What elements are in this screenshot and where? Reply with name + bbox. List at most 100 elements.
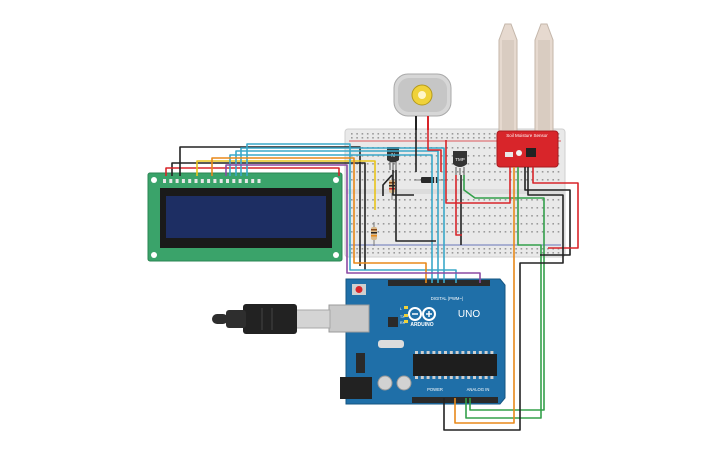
breadboard-hole [515, 215, 517, 217]
breadboard-hole [536, 248, 539, 250]
breadboard-hole [472, 179, 475, 181]
chip-pin [444, 351, 447, 354]
breadboard-hole [419, 133, 422, 135]
breadboard-hole [552, 223, 554, 225]
wires [165, 130, 579, 431]
breadboard-hole [451, 147, 454, 149]
breadboard-hole [478, 231, 480, 233]
breadboard-hole [435, 252, 438, 254]
breadboard-hole [504, 171, 507, 173]
breadboard-hole [520, 199, 523, 201]
breadboard-hole [361, 231, 364, 233]
breadboard-hole [435, 223, 438, 225]
breadboard-hole [510, 252, 512, 254]
breadboard-hole [504, 231, 507, 233]
lcd-pin [226, 179, 229, 183]
breadboard-hole [557, 215, 560, 217]
breadboard-hole [536, 207, 539, 209]
breadboard-hole [425, 223, 427, 225]
breadboard-hole [547, 223, 549, 225]
breadboard-hole [552, 171, 554, 173]
breadboard-hole [393, 248, 395, 250]
breadboard-hole [451, 231, 454, 233]
breadboard-hole [494, 248, 496, 250]
breadboard-hole [547, 199, 549, 201]
breadboard-hole [467, 215, 470, 217]
breadboard-hole [388, 133, 390, 135]
breadboard-hole [478, 179, 480, 181]
breadboard-hole [488, 179, 491, 181]
breadboard-hole [382, 231, 385, 233]
breadboard-hole [483, 163, 486, 165]
breadboard-hole [510, 207, 512, 209]
chip-pin [455, 376, 459, 379]
breadboard-hole [409, 207, 411, 209]
breadboard-hole [419, 163, 422, 165]
breadboard-hole [398, 163, 401, 165]
breadboard-hole [531, 171, 533, 173]
breadboard-hole [515, 207, 517, 209]
breadboard-hole [398, 207, 401, 209]
breadboard-hole [388, 248, 390, 250]
breadboard-hole [520, 252, 523, 254]
breadboard-hole [441, 207, 443, 209]
breadboard-hole [451, 223, 454, 225]
breadboard-hole [541, 223, 544, 225]
chip-pin [473, 376, 476, 379]
breadboard-hole [377, 137, 380, 139]
breadboard-hole [472, 248, 475, 250]
breadboard-hole [467, 137, 470, 139]
breadboard-hole [504, 179, 507, 181]
breadboard-hole [366, 137, 369, 139]
breadboard-hole [483, 171, 486, 173]
breadboard-hole [393, 133, 395, 135]
breadboard-hole [382, 171, 385, 173]
breadboard-hole [520, 179, 523, 181]
breadboard-hole [457, 133, 459, 135]
soil-moisture-sensor: Soil Moisture Sensor [496, 23, 559, 168]
breadboard-hole [478, 215, 480, 217]
chip-pin [449, 376, 453, 379]
breadboard-hole [409, 179, 411, 181]
breadboard-hole [467, 231, 470, 233]
breadboard-hole [467, 133, 470, 135]
breadboard-hole [388, 163, 390, 165]
breadboard-hole [446, 252, 448, 254]
breadboard-hole [504, 215, 507, 217]
breadboard-hole [351, 171, 353, 173]
breadboard-hole [520, 171, 523, 173]
transistor-label: N [391, 153, 395, 159]
breadboard-hole [377, 171, 380, 173]
breadboard-hole [499, 252, 501, 254]
breadboard-hole [409, 199, 411, 201]
breadboard-hole [483, 207, 486, 209]
breadboard-hole [494, 223, 496, 225]
breadboard-hole [488, 155, 491, 157]
breadboard-hole [377, 252, 380, 254]
breadboard-hole [441, 163, 443, 165]
breadboard-hole [499, 199, 501, 201]
breadboard-hole [366, 179, 369, 181]
breadboard-hole [472, 252, 475, 254]
breadboard-hole [457, 231, 459, 233]
breadboard-hole [366, 215, 369, 217]
breadboard-hole [398, 231, 401, 233]
breadboard-hole [472, 137, 475, 139]
lcd-pins [163, 179, 261, 183]
breadboard-hole [451, 171, 454, 173]
breadboard-hole [536, 171, 539, 173]
breadboard-hole [361, 207, 364, 209]
breadboard-hole [525, 207, 528, 209]
chip-pin [438, 376, 442, 379]
breadboard-hole [531, 248, 533, 250]
breadboard-hole [494, 199, 496, 201]
breadboard-hole [525, 223, 528, 225]
tx-label: TX [400, 315, 405, 319]
breadboard-hole [557, 179, 560, 181]
breadboard-hole [536, 179, 539, 181]
breadboard-hole [488, 199, 491, 201]
breadboard-hole [515, 231, 517, 233]
breadboard-hole [393, 199, 395, 201]
breadboard-hole [419, 248, 422, 250]
breadboard-hole [377, 163, 380, 165]
